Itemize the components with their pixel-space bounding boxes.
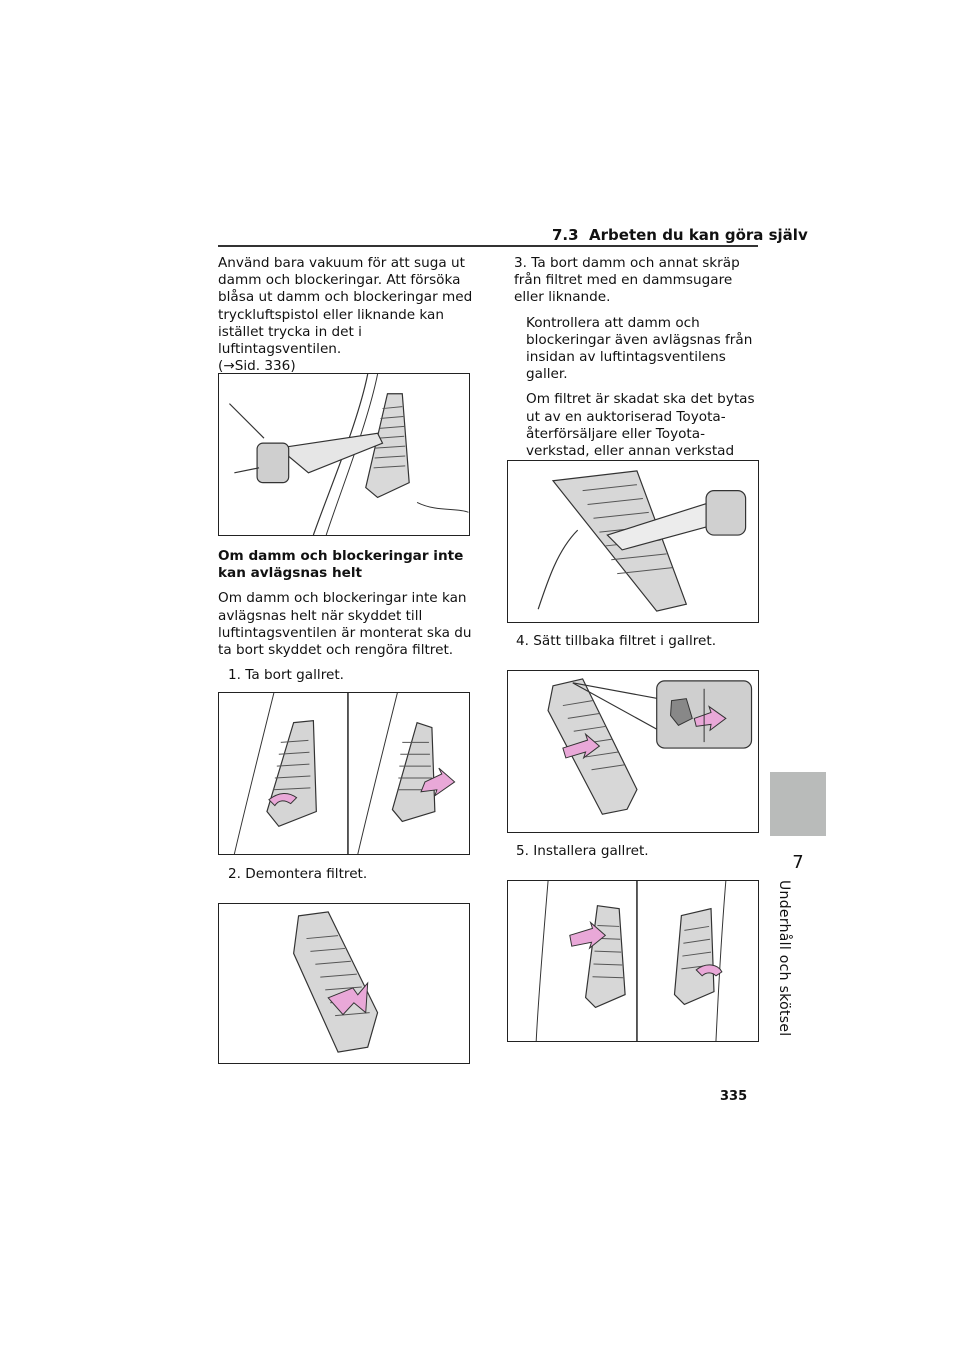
step-5: 5. Installera gallret. bbox=[516, 843, 756, 860]
intro-block: Använd bara vakuum för att suga ut damm … bbox=[218, 255, 474, 383]
chapter-number: 7 bbox=[792, 852, 804, 873]
step-5-text: 5. Installera gallret. bbox=[516, 843, 649, 859]
remove-grille-illustration bbox=[233, 693, 456, 854]
section-title: Arbeten du kan göra själv bbox=[589, 226, 808, 244]
header-divider bbox=[218, 245, 758, 247]
chapter-label-text: Underhåll och skötsel bbox=[776, 880, 792, 1037]
figure-vacuum-vent bbox=[218, 373, 470, 536]
chapter-tab[interactable] bbox=[770, 772, 826, 836]
remove-filter-illustration bbox=[293, 911, 379, 1053]
figure-install-grille bbox=[507, 880, 759, 1042]
step-2-text: 2. Demontera filtret. bbox=[228, 866, 368, 882]
figure-remove-grille bbox=[218, 692, 470, 855]
section-number: 7.3 bbox=[552, 226, 579, 244]
step-4-text: 4. Sätt tillbaka filtret i gallret. bbox=[516, 633, 717, 649]
dust-section: Om damm och blockeringar inte kan avlägs… bbox=[218, 548, 474, 692]
subheading-text: Om damm och blockeringar inte kan avlägs… bbox=[218, 590, 472, 659]
subheading: Om damm och blockeringar inte kan avlägs… bbox=[218, 548, 464, 582]
install-grille-illustration bbox=[535, 881, 727, 1041]
figure-remove-filter bbox=[218, 903, 470, 1064]
vacuum-filter-illustration bbox=[537, 470, 747, 612]
figure-reinsert-filter bbox=[507, 670, 759, 833]
intro-text: Använd bara vakuum för att suga ut damm … bbox=[218, 255, 473, 358]
intro-ref[interactable]: (→Sid. 336) bbox=[218, 358, 296, 375]
chapter-label: Underhåll och skötsel bbox=[776, 880, 796, 1036]
step-1-text: 1. Ta bort gallret. bbox=[228, 667, 344, 684]
step-3-text: 3. Ta bort damm och annat skräp från fil… bbox=[514, 255, 740, 306]
figure-vacuum-filter bbox=[507, 460, 759, 623]
section-header: 7.3 Arbeten du kan göra själv bbox=[552, 226, 808, 244]
vacuum-vent-illustration bbox=[229, 374, 469, 535]
step-4: 4. Sätt tillbaka filtret i gallret. bbox=[516, 633, 756, 650]
step-2: 2. Demontera filtret. bbox=[228, 866, 468, 883]
step-3-notes: Kontrollera att damm och blockeringar äv… bbox=[514, 315, 760, 478]
step-3-note-1: Kontrollera att damm och blockeringar äv… bbox=[526, 314, 753, 383]
page-number: 335 bbox=[720, 1089, 748, 1104]
step-3: 3. Ta bort damm och annat skräp från fil… bbox=[514, 255, 760, 485]
reinsert-filter-illustration bbox=[547, 678, 753, 815]
